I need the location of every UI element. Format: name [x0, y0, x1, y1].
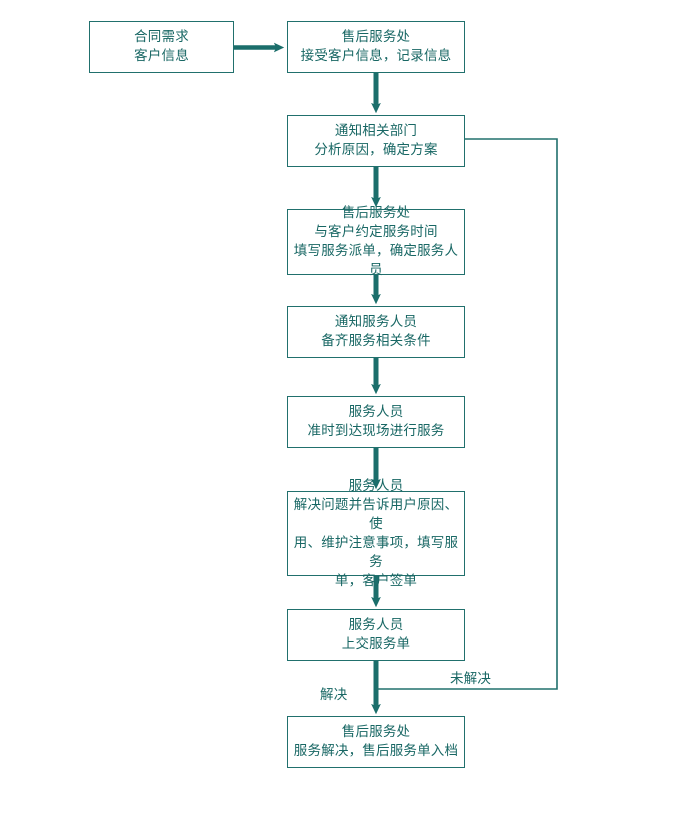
node-line: 备齐服务相关条件	[321, 333, 431, 349]
node-line: 服务解决，售后服务单入档	[293, 743, 459, 759]
node-aftersales-receive[interactable]: 售后服务处 接受客户信息，记录信息	[287, 21, 465, 73]
node-line: 服务人员	[348, 477, 404, 494]
node-line: 通知服务人员	[334, 314, 418, 330]
node-line: 分析原因，确定方案	[314, 142, 438, 158]
node-notify-department[interactable]: 通知相关部门 分析原因，确定方案	[287, 115, 465, 167]
node-line: 售后服务处	[341, 29, 411, 45]
node-submit-service-order[interactable]: 服务人员 上交服务单	[287, 609, 465, 661]
node-onsite-service[interactable]: 服务人员 准时到达现场进行服务	[287, 396, 465, 448]
node-line: 单，客户签单	[334, 572, 418, 589]
node-line: 填写服务派单，确定服务人员	[293, 243, 459, 278]
node-line: 用、维护注意事项，填写服务	[293, 534, 459, 570]
node-line: 服务人员	[348, 404, 404, 420]
edge-label-unresolved: 未解决	[450, 671, 492, 687]
node-line: 售后服务处	[341, 205, 411, 221]
node-line: 客户信息	[134, 48, 189, 64]
node-line: 服务人员	[348, 617, 404, 633]
node-line: 通知相关部门	[334, 123, 418, 139]
node-notify-staff[interactable]: 通知服务人员 备齐服务相关条件	[287, 306, 465, 358]
node-schedule-service[interactable]: 售后服务处 与客户约定服务时间 填写服务派单，确定服务人员	[287, 205, 465, 278]
node-aftersales-archive[interactable]: 售后服务处 服务解决，售后服务单入档	[287, 716, 465, 768]
node-line: 售后服务处	[341, 724, 411, 740]
node-line: 合同需求	[134, 29, 189, 45]
node-line: 上交服务单	[341, 636, 411, 652]
node-contract-requirements[interactable]: 合同需求 客户信息	[89, 21, 234, 73]
node-line: 与客户约定服务时间	[314, 224, 438, 240]
node-resolve-and-inform[interactable]: 服务人员 解决问题并告诉用户原因、使 用、维护注意事项，填写服务 单，客户签单	[287, 478, 465, 589]
node-line: 解决问题并告诉用户原因、使	[293, 496, 459, 532]
node-line: 准时到达现场进行服务	[307, 423, 445, 439]
edge-label-resolved: 解决	[320, 687, 348, 703]
node-line: 接受客户信息，记录信息	[300, 48, 452, 64]
